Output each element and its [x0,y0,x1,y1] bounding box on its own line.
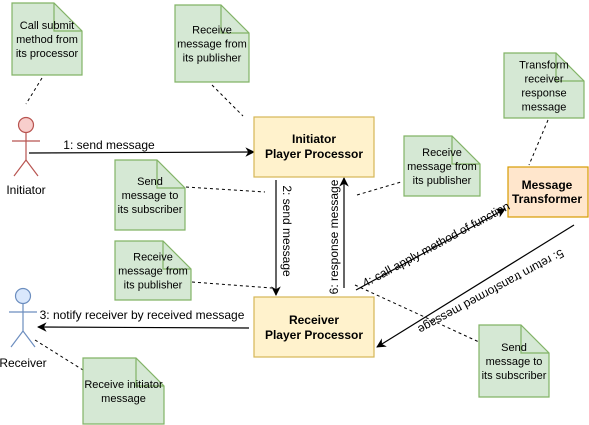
note-text-line: its publisher [413,175,472,187]
note-text-line: receiver [524,74,563,86]
connector-call-submit [25,77,43,105]
note-text-line: message to [122,190,179,202]
note-receive-from-publisher-right[interactable]: Receive message from its publisher [403,135,481,197]
arrow-5-return-transformed [376,224,575,348]
note-text-line: Transform [519,60,569,72]
actor-receiver-label: Receiver [0,356,47,370]
note-text-line: its publisher [183,53,242,65]
edge-label-1: 1: send message [63,138,155,152]
note-text-line: Receive [422,147,462,159]
edge-label-3: 3: notify receiver by received message [40,308,245,322]
person-icon [12,116,40,177]
note-call-submit[interactable]: Call submit method from its processor [11,2,83,76]
connector-send-subscriber-left [185,186,266,193]
note-text-line: method from [16,34,78,46]
box-initiator-processor-line2: Player Processor [265,147,363,161]
note-text-line: its publisher [124,280,183,292]
note-text-line: Send [501,342,527,354]
connector-send-subscriber-bottom [354,284,480,343]
arrow-1-send-message [28,147,255,157]
message-arrows [28,147,575,348]
note-text-line: message from [407,161,477,173]
note-text-line: message [522,102,567,114]
note-text-line: its subscriber [118,204,183,216]
note-text-line: Receive initiator [84,379,163,391]
edge-label-2: 2: send message [280,185,294,277]
box-message-transformer-line1: Message [522,178,573,192]
actor-receiver: Receiver [0,287,47,370]
edge-label-6: 6: response message [327,179,341,294]
person-icon [9,287,37,348]
edge-label-5: 5: return transformed message [415,246,566,337]
arrow-3-notify-receiver [37,322,250,332]
note-text-line: message [101,393,146,405]
note-connectors [25,77,549,371]
note-text-line: Call submit [20,20,74,32]
note-transform-receiver[interactable]: Transform receiver response message [503,52,585,119]
box-message-transformer-line2: Transformer [512,192,582,206]
connector-receive-publisher-right [356,181,402,196]
box-receiver-processor-line1: Receiver [289,313,339,327]
connector-receive-publisher-mid [191,281,273,289]
actor-initiator-label: Initiator [6,183,45,197]
note-text-line: message from [118,266,188,278]
note-receive-initiator[interactable]: Receive initiator message [82,357,165,425]
box-receiver-processor[interactable]: Receiver Player Processor [253,296,375,358]
note-text-line: response [521,88,566,100]
note-text-line: its subscriber [482,370,547,382]
box-initiator-processor[interactable]: Initiator Player Processor [253,116,375,178]
arrow-4-call-apply [355,208,506,291]
box-receiver-processor-line2: Player Processor [265,328,363,342]
note-send-to-subscriber-bottom[interactable]: Send message to its subscriber [478,324,550,398]
note-text-line: its processor [16,48,79,60]
box-message-transformer[interactable]: Message Transformer [507,166,589,218]
note-receive-from-publisher-top[interactable]: Receive message from its publisher [174,4,250,83]
note-text-line: Receive [192,25,232,37]
note-text-line: message to [486,356,543,368]
note-text-line: message from [177,39,247,51]
note-text-line: Receive [133,252,173,264]
actor-initiator: Initiator [6,116,46,197]
note-receive-from-publisher-mid[interactable]: Receive message from its publisher [114,240,192,301]
edge-label-4: 4: call apply method of function [360,199,512,290]
box-initiator-processor-line1: Initiator [292,132,336,146]
connector-transform-receiver [528,119,549,166]
note-send-to-subscriber-left[interactable]: Send message to its subscriber [114,159,186,231]
connector-receive-publisher-top [211,84,244,117]
note-text-line: Send [137,176,163,188]
